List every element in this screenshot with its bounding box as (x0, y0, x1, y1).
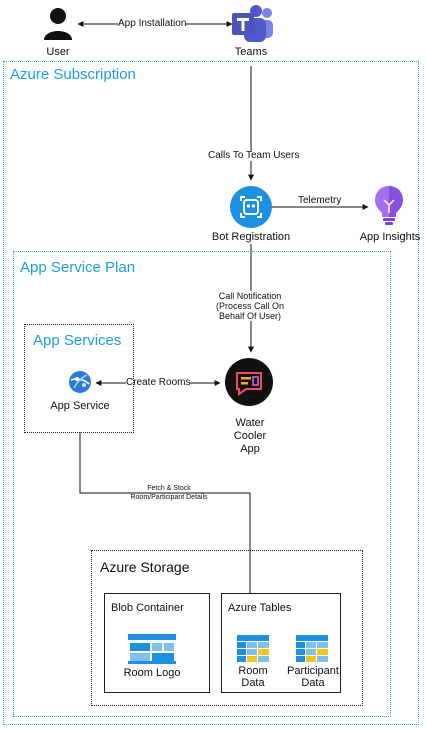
lightbulb-icon (372, 184, 406, 226)
call-notification-line-3: Behalf Of User) (218, 311, 282, 321)
room-data-line-1: Room (238, 665, 268, 677)
room-logo-label: Room Logo (123, 667, 181, 679)
edge-fetch-store (79, 432, 251, 593)
fetch-store-label: Fetch & Stock Room/Participant Details (126, 484, 212, 502)
blob-container-title: Blob Container (111, 602, 184, 614)
room-data-table-icon (237, 635, 269, 663)
call-notification-line-2: (Process Call On (215, 301, 285, 311)
bot-icon (229, 185, 273, 229)
azure-storage-group (91, 550, 363, 706)
app-services-group (24, 324, 134, 433)
call-notification-line-1: Call Notification (218, 291, 282, 301)
app-services-title: App Services (33, 332, 122, 349)
fetch-store-line-1: Fetch & Stock (147, 485, 191, 492)
blob-icon (128, 634, 176, 664)
telemetry-label: Telemetry (298, 195, 342, 206)
azure-subscription-group (3, 61, 419, 725)
teams-icon (230, 4, 274, 44)
azure-subscription-title: Azure Subscription (10, 66, 136, 83)
call-notification-label: Call Notification (Process Call On Behal… (208, 291, 292, 321)
water-cooler-line-2: Cooler (233, 430, 267, 442)
app-service-plan-group (13, 251, 391, 717)
fetch-store-line-2: Room/Participant Details (130, 494, 208, 501)
app-installation-label: App Installation (118, 18, 187, 29)
app-insights-label: App Insights (359, 231, 421, 243)
azure-tables-group (221, 593, 341, 693)
water-cooler-line-1: Water (235, 417, 265, 429)
participant-data-line-2: Data (301, 677, 325, 689)
user-icon (42, 6, 74, 42)
chat-app-icon (224, 357, 274, 407)
azure-tables-title: Azure Tables (228, 602, 292, 614)
calls-to-team-users-label: Calls To Team Users (208, 150, 300, 161)
participant-data-label: Participant Data (284, 665, 342, 689)
water-cooler-app-label: Water Cooler App (222, 417, 278, 456)
teams-label: Teams (234, 46, 268, 58)
water-cooler-line-3: App (240, 443, 260, 455)
blob-container-group (104, 593, 210, 693)
create-rooms-label: Create Rooms (126, 377, 191, 388)
bot-registration-label: Bot Registration (211, 231, 291, 243)
participant-data-line-1: Participant (287, 665, 339, 677)
app-service-icon (68, 370, 92, 394)
user-label: User (46, 46, 70, 58)
azure-storage-title: Azure Storage (100, 559, 190, 575)
app-service-plan-title: App Service Plan (20, 259, 136, 276)
room-data-label: Room Data (232, 665, 274, 689)
app-service-label: App Service (50, 400, 110, 412)
participant-data-table-icon (296, 635, 328, 663)
room-data-line-2: Data (241, 677, 265, 689)
